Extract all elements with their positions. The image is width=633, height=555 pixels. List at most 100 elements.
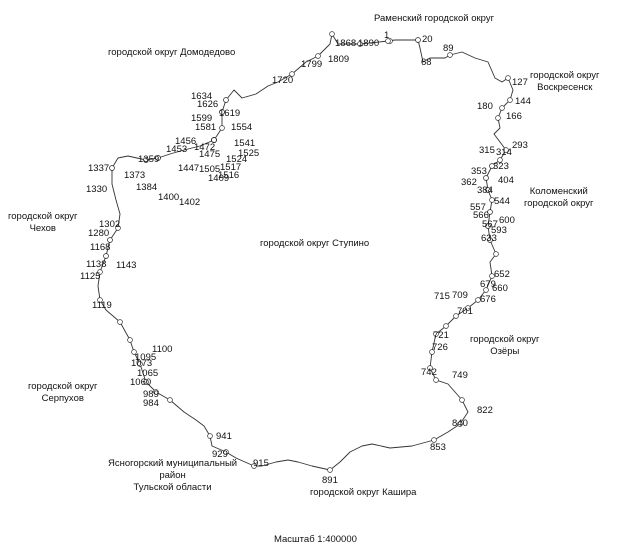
point-label: 293	[512, 140, 528, 151]
point-label: 1456	[175, 136, 196, 147]
point-label: 1373	[124, 170, 145, 181]
point-label: 127	[512, 77, 528, 88]
point-markers	[97, 31, 513, 473]
region-label-voskresensk: городской округ Воскресенск	[530, 70, 600, 93]
point-label: 1065	[137, 368, 158, 379]
point-label: 726	[432, 342, 448, 353]
point-marker	[315, 53, 321, 59]
point-marker	[507, 97, 513, 103]
point-marker	[485, 223, 491, 229]
point-label: 1809	[328, 54, 349, 65]
point-marker	[433, 377, 439, 383]
point-label: 1634	[191, 91, 212, 102]
point-label: 1119	[92, 300, 112, 311]
point-label: 362	[461, 177, 477, 188]
point-label: 68	[421, 57, 432, 68]
point-label: 593	[491, 225, 507, 236]
point-marker	[137, 361, 143, 367]
map-scale: Масштаб 1:400000	[274, 534, 357, 545]
point-label: 840	[452, 418, 468, 429]
point-label: 384	[477, 185, 493, 196]
point-label: 1868	[335, 38, 356, 49]
point-label: 1799	[301, 59, 322, 70]
district-boundary-line	[97, 33, 514, 471]
point-label: 166	[506, 111, 522, 122]
point-label: 557	[470, 202, 486, 213]
region-label-stupino: городской округ Ступино	[260, 238, 370, 249]
point-marker	[493, 251, 499, 257]
point-label: 1143	[116, 260, 136, 271]
point-label: 1517	[220, 162, 241, 173]
point-label: 1453	[166, 144, 187, 155]
point-label: 1125	[80, 271, 100, 282]
point-label: 1400	[158, 192, 179, 203]
point-marker	[109, 165, 115, 171]
point-label: 742	[421, 367, 437, 378]
region-label-serpukhov: городской округ Серпухов	[28, 381, 98, 404]
point-marker	[495, 115, 501, 121]
point-marker	[459, 397, 465, 403]
point-label: 1516	[218, 170, 239, 181]
point-marker	[385, 38, 391, 44]
point-label: 1060	[130, 377, 151, 388]
point-label: 721	[433, 330, 449, 341]
point-marker	[497, 157, 503, 163]
point-marker	[415, 37, 421, 43]
region-label-kolomensky: Коломенский городской округ	[524, 186, 594, 209]
point-label: 567	[482, 219, 498, 230]
point-marker	[447, 52, 453, 58]
point-marker	[155, 155, 161, 161]
point-label: 1384	[136, 182, 157, 193]
point-marker	[219, 125, 225, 131]
point-label: 20	[422, 34, 433, 45]
point-marker	[489, 273, 495, 279]
point-label: 822	[477, 405, 493, 416]
point-marker	[251, 463, 257, 469]
point-marker	[143, 157, 149, 163]
point-label: 1472	[194, 142, 215, 153]
point-label: 984	[143, 398, 159, 409]
point-marker	[219, 109, 225, 115]
region-label-ozery: городской округ Озёры	[470, 334, 540, 357]
region-label-chekhov: городской округ Чехов	[8, 211, 78, 234]
point-marker	[483, 175, 489, 181]
point-marker	[223, 97, 229, 103]
point-marker	[289, 71, 295, 77]
point-label: 180	[477, 101, 493, 112]
point-label: 1475	[199, 149, 220, 160]
point-label: 652	[494, 269, 510, 280]
point-marker	[103, 253, 109, 259]
point-label: 633	[481, 233, 497, 244]
point-label: 1626	[197, 99, 218, 110]
point-label: 701	[457, 306, 473, 317]
point-label: 1720	[272, 75, 293, 86]
point-marker	[431, 437, 437, 443]
point-label: 1525	[238, 148, 259, 159]
region-label-kashira: городской округ Кашира	[310, 487, 417, 498]
point-label: 1524	[226, 154, 247, 165]
point-marker	[429, 349, 435, 355]
point-label: 1505	[199, 164, 220, 175]
point-label: 709	[452, 290, 468, 301]
point-label: 1	[384, 30, 389, 41]
point-label: 1100	[152, 344, 172, 355]
point-marker	[483, 287, 489, 293]
point-label: 1168	[90, 242, 110, 253]
point-label: 929	[212, 449, 228, 460]
point-label: 1073	[131, 358, 152, 369]
point-marker	[505, 75, 511, 81]
point-label: 1337	[88, 163, 109, 174]
point-label: 853	[430, 442, 446, 453]
point-marker	[465, 305, 471, 311]
point-marker	[143, 379, 149, 385]
region-label-domodedovo: городской округ Домодедово	[108, 47, 236, 58]
point-label: 323	[493, 161, 509, 172]
point-marker	[207, 433, 213, 439]
point-marker	[499, 105, 505, 111]
point-marker	[117, 319, 123, 325]
point-marker	[329, 31, 335, 37]
point-marker	[97, 269, 103, 275]
